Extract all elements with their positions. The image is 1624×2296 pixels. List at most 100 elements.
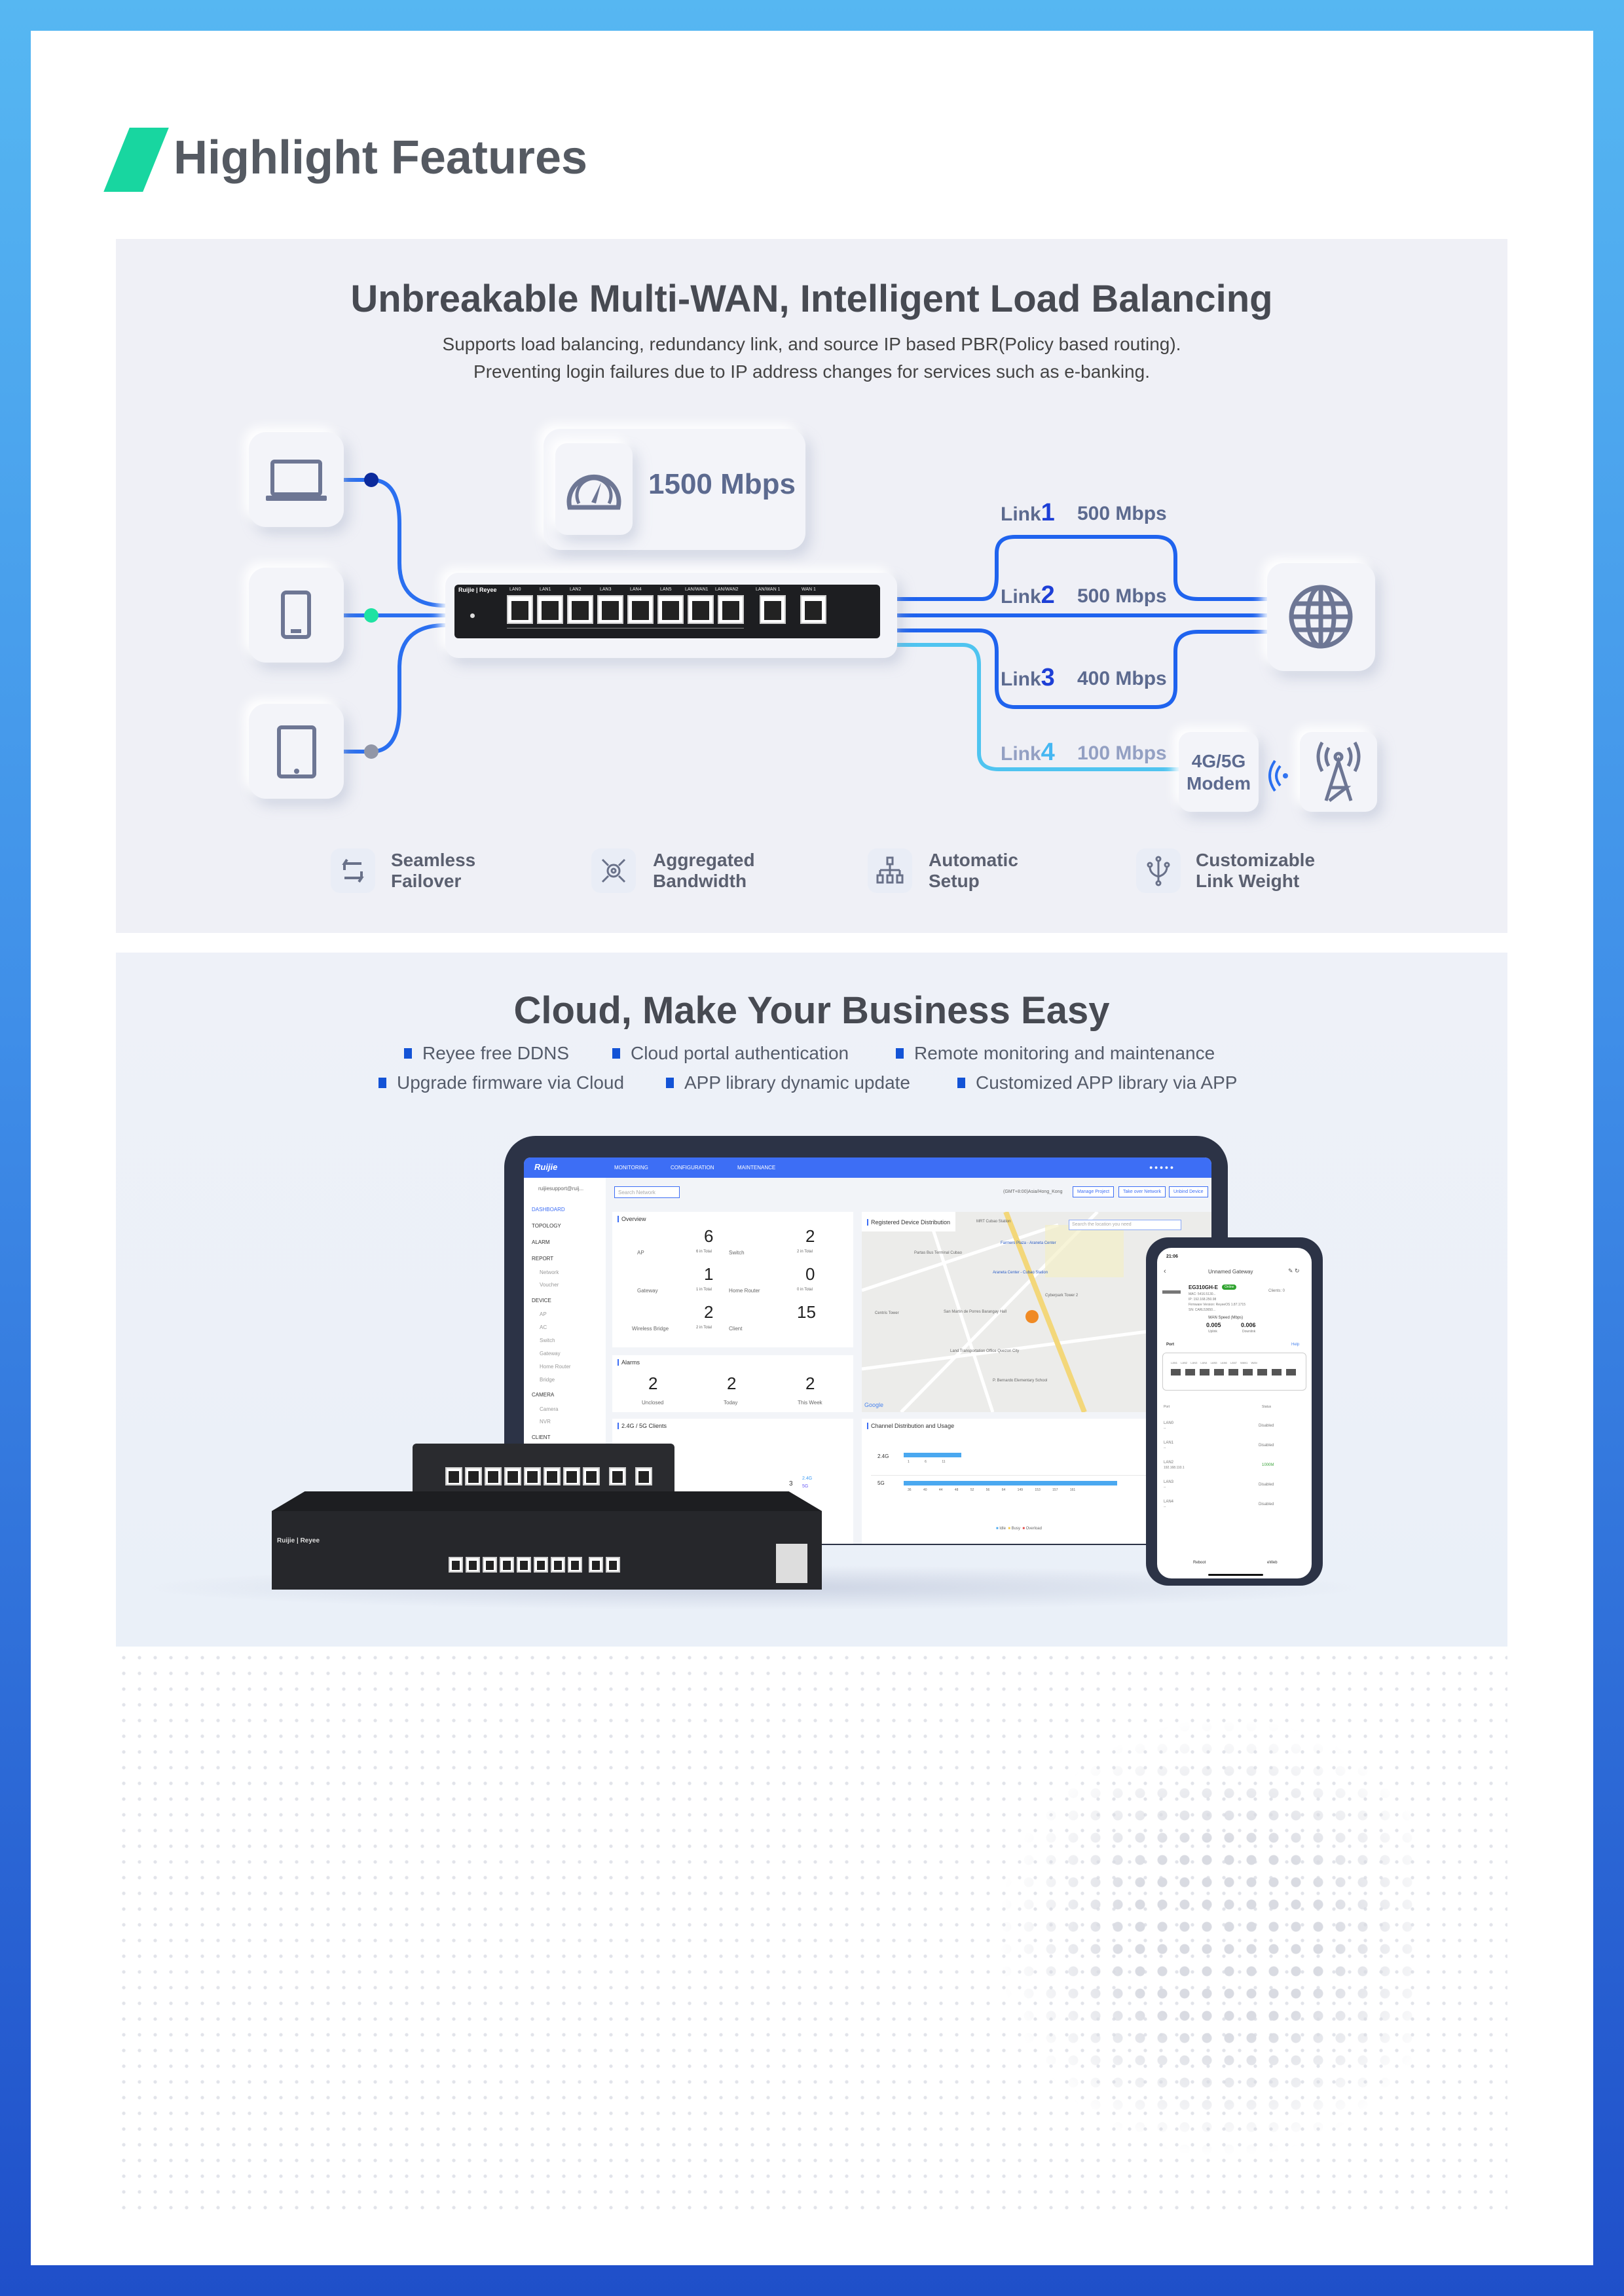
link4-label: Link4 bbox=[1001, 738, 1055, 766]
unbind-device-button[interactable]: Unbind Device bbox=[1169, 1186, 1208, 1197]
sidebar-dashboard[interactable]: DASHBOARD bbox=[532, 1207, 565, 1212]
modem-label-2: Modem bbox=[1187, 773, 1251, 793]
sidebar-ac[interactable]: AC bbox=[540, 1324, 547, 1330]
multiwan-title: Unbreakable Multi-WAN, Intelligent Load … bbox=[350, 278, 1273, 320]
link1-label: Link1 bbox=[1001, 499, 1055, 526]
manage-project-button[interactable]: Manage Project bbox=[1073, 1186, 1115, 1197]
sidebar-report[interactable]: REPORT bbox=[532, 1256, 554, 1262]
router-brand: Ruijie | Reyee bbox=[458, 587, 497, 593]
router-large-brand: Ruijie | Reyee bbox=[277, 1537, 320, 1544]
bullet-portal: Cloud portal authentication bbox=[612, 1043, 849, 1064]
map-title: Registered Device Distribution bbox=[862, 1212, 956, 1231]
channels-24g: 1 6 11 bbox=[908, 1460, 946, 1464]
tablet-line bbox=[342, 623, 447, 754]
gateway-count: 1 bbox=[704, 1264, 714, 1284]
client-count: 15 bbox=[797, 1302, 816, 1322]
port-label-wan1: WAN 1 bbox=[802, 587, 816, 592]
tower-box bbox=[1300, 732, 1377, 812]
sidebar-network[interactable]: Network bbox=[540, 1269, 559, 1275]
link2-label: Link2 bbox=[1001, 581, 1055, 609]
weight-icon bbox=[1136, 848, 1181, 893]
sidebar-ap[interactable]: AP bbox=[540, 1311, 547, 1317]
overview-title: Overview bbox=[618, 1216, 646, 1222]
port-label-lan2: LAN2 bbox=[570, 587, 581, 592]
multiwan-subtitle-2: Preventing login failures due to IP addr… bbox=[473, 361, 1150, 382]
map[interactable] bbox=[862, 1212, 1211, 1412]
total-speed-box: 1500 Mbps bbox=[544, 429, 805, 550]
cloud-title: Cloud, Make Your Business Easy bbox=[513, 989, 1110, 1032]
help-link[interactable]: Help bbox=[1291, 1343, 1300, 1347]
topology-icon bbox=[868, 848, 912, 893]
sidebar-switch[interactable]: Switch bbox=[540, 1338, 555, 1343]
header-icons[interactable]: ● ● ● ● ● bbox=[1149, 1164, 1174, 1171]
sidebar-client[interactable]: CLIENT bbox=[532, 1434, 551, 1440]
link1-line bbox=[895, 535, 1269, 601]
poe-bracket bbox=[507, 628, 744, 629]
bullet-ddns: Reyee free DDNS bbox=[404, 1043, 569, 1064]
total-speed: 1500 Mbps bbox=[648, 468, 796, 500]
map-search-input[interactable]: Search the location you need bbox=[1069, 1220, 1181, 1230]
back-icon[interactable]: ‹ bbox=[1164, 1267, 1166, 1275]
channels-5g: 36 40 44 48 52 56 64 149 153 157 161 bbox=[908, 1488, 1076, 1492]
sidebar-gateway[interactable]: Gateway bbox=[540, 1351, 561, 1357]
phone-dot bbox=[364, 608, 378, 623]
port-label-lanwan-1: LAN/WAN 1 bbox=[756, 587, 781, 592]
sidebar-nvr[interactable]: NVR bbox=[540, 1419, 551, 1425]
link3-speed: 400 Mbps bbox=[1077, 668, 1167, 689]
port-panel: LAN1 LAN2 LAN3 LAN4 LAN5 LAN6 LAN7 WAN1 … bbox=[1162, 1353, 1306, 1391]
qr-code-large bbox=[776, 1544, 807, 1583]
nav-monitoring[interactable]: MONITORING bbox=[614, 1165, 648, 1171]
channel-5g-bar bbox=[904, 1481, 1117, 1485]
port-label-lan3: LAN3 bbox=[600, 587, 612, 592]
failover-icon bbox=[331, 848, 375, 893]
device-model: EG310GH-E bbox=[1189, 1285, 1218, 1290]
router-device: Ruijie | Reyee LAN0 LAN1 LAN2 LAN3 LAN4 … bbox=[454, 585, 880, 638]
sidebar-voucher[interactable]: Voucher bbox=[540, 1282, 559, 1288]
router-large: Ruijie | Reyee bbox=[272, 1491, 822, 1590]
bullet-app-update: APP library dynamic update bbox=[666, 1072, 910, 1093]
tablet-dot bbox=[364, 744, 378, 759]
take-over-button[interactable]: Take over Network bbox=[1118, 1186, 1166, 1197]
sidebar-camera-sub[interactable]: Camera bbox=[540, 1406, 559, 1412]
sidebar-home-router[interactable]: Home Router bbox=[540, 1364, 571, 1370]
sys-led bbox=[470, 613, 475, 618]
nav-configuration[interactable]: CONFIGURATION bbox=[671, 1165, 714, 1171]
modem-label-1: 4G/5G bbox=[1191, 751, 1246, 771]
bridge-count: 2 bbox=[704, 1302, 714, 1322]
port-label-lan5: LAN5 bbox=[660, 587, 672, 592]
tablet-icon bbox=[277, 725, 316, 778]
sidebar-alarm[interactable]: ALARM bbox=[532, 1239, 550, 1245]
sidebar-topology[interactable]: TOPOLOGY bbox=[532, 1223, 561, 1229]
laptop-line bbox=[342, 478, 447, 608]
bullet-custom-app: Customized APP library via APP bbox=[957, 1072, 1237, 1093]
uplink-value: 0.005 bbox=[1206, 1322, 1221, 1328]
ap-count: 6 bbox=[704, 1226, 714, 1246]
reboot-button[interactable]: Reboot bbox=[1193, 1561, 1206, 1565]
link2-speed: 500 Mbps bbox=[1077, 585, 1167, 607]
eweb-button[interactable]: eWeb bbox=[1267, 1561, 1278, 1565]
sidebar-camera[interactable]: CAMERA bbox=[532, 1392, 555, 1398]
port-label-lan0: LAN0 bbox=[509, 587, 521, 592]
multiwan-subtitle-1: Supports load balancing, redundancy link… bbox=[442, 334, 1181, 354]
internet-box bbox=[1267, 563, 1375, 671]
edit-refresh-icons[interactable]: ✎ ↻ bbox=[1288, 1267, 1300, 1274]
link4-speed: 100 Mbps bbox=[1077, 742, 1167, 764]
account-menu[interactable]: ruijiesupport@ruij... bbox=[538, 1186, 584, 1192]
sidebar-device[interactable]: DEVICE bbox=[532, 1298, 551, 1303]
home-router-count: 0 bbox=[805, 1264, 815, 1284]
nav-maintenance[interactable]: MAINTENANCE bbox=[737, 1165, 776, 1171]
tablet-box bbox=[249, 704, 344, 799]
phone-box bbox=[249, 568, 344, 663]
phone-time: 21:06 bbox=[1166, 1254, 1178, 1259]
sidebar-bridge[interactable]: Bridge bbox=[540, 1377, 555, 1383]
bullet-remote: Remote monitoring and maintenance bbox=[896, 1043, 1215, 1064]
gauge-tile bbox=[555, 443, 633, 535]
port-label-lan1: LAN1 bbox=[540, 587, 551, 592]
port-label-lanwan2: LAN/WAN2 bbox=[715, 587, 739, 592]
mobile-app: 21:06 ‹ Unnamed Gateway ✎ ↻ EG310GH-E On… bbox=[1157, 1248, 1312, 1578]
network-search-input[interactable]: Search Network bbox=[614, 1186, 680, 1198]
